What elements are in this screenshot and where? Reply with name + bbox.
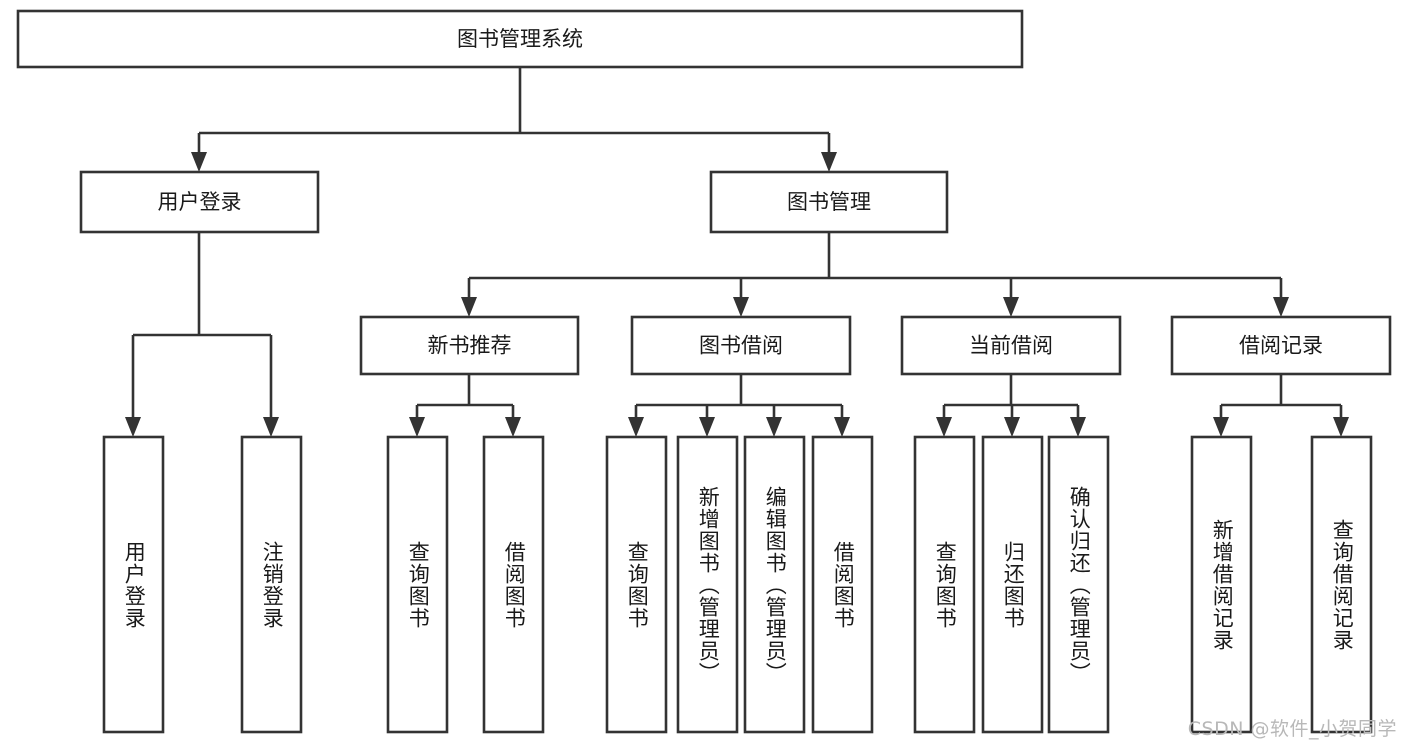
node-label-book-manage: 图书管理 [787,190,871,214]
node-leaf-leaf-borrow-book-recommend[interactable] [482,435,545,734]
node-label-leaf-query-book-current: 查询图书 [933,541,958,629]
node-level3-borrow-record[interactable] [1170,315,1392,376]
node-label-wrap-leaf-query-borrow-record: 查询借阅记录 [1312,437,1371,732]
node-label-new-book-recommend: 新书推荐 [428,334,512,358]
node-label-wrap-leaf-query-book-borrow: 查询图书 [607,437,666,732]
node-label-leaf-query-borrow-record: 查询借阅记录 [1330,519,1355,651]
node-label-leaf-return-book: 归还图书 [1001,541,1026,629]
node-leaf-leaf-query-book-recommend[interactable] [386,435,449,734]
arrow-head-icon [1003,297,1019,317]
node-level2-user-login[interactable] [79,170,320,234]
node-label-wrap-leaf-borrow-book: 借阅图书 [813,437,872,732]
arrow-head-icon [766,417,782,437]
arrow-head-icon [936,417,952,437]
arrow-head-icon [1004,417,1020,437]
node-label-book-borrow: 图书借阅 [699,334,783,358]
node-label-root: 图书管理系统 [457,27,583,51]
connector-layer [125,67,1349,437]
node-label-wrap-leaf-edit-book: 编辑图书（管理员） [745,437,804,732]
node-label-wrap-leaf-user-login: 用户登录 [104,437,163,732]
node-leaf-leaf-add-book[interactable] [676,435,739,734]
arrow-head-icon [191,152,207,172]
node-leaf-leaf-user-login[interactable] [102,435,165,734]
node-level3-book-borrow[interactable] [630,315,852,376]
node-leaf-leaf-return-book[interactable] [981,435,1044,734]
node-label-leaf-borrow-book-recommend: 借阅图书 [502,541,527,629]
arrow-head-icon [834,417,850,437]
node-leaf-leaf-add-borrow-record[interactable] [1190,435,1253,734]
watermark-text: CSDN @软件_小贺同学 [1187,718,1397,740]
arrow-head-icon [1333,417,1349,437]
node-label-wrap-leaf-query-book-current: 查询图书 [915,437,974,732]
arrow-head-icon [628,417,644,437]
node-root-root[interactable] [16,9,1024,69]
arrow-head-icon [263,417,279,437]
arrow-head-icon [699,417,715,437]
node-leaf-leaf-query-book-current[interactable] [913,435,976,734]
node-label-wrap-leaf-add-borrow-record: 新增借阅记录 [1192,437,1251,732]
node-leaf-leaf-borrow-book[interactable] [811,435,874,734]
arrow-head-icon [1213,417,1229,437]
node-label-borrow-record: 借阅记录 [1239,334,1323,358]
arrow-head-icon [505,417,521,437]
node-label-wrap-leaf-borrow-book-recommend: 借阅图书 [484,437,543,732]
node-label-leaf-query-book-borrow: 查询图书 [625,541,650,629]
node-leaf-leaf-query-borrow-record[interactable] [1310,435,1373,734]
node-label-wrap-leaf-confirm-return: 确认归还（管理员） [1049,437,1108,732]
arrow-head-icon [821,152,837,172]
node-label-user-login: 用户登录 [158,190,242,214]
arrow-head-icon [125,417,141,437]
node-leaf-leaf-edit-book[interactable] [743,435,806,734]
arrow-head-icon [1070,417,1086,437]
node-label-current-borrow: 当前借阅 [969,334,1053,358]
arrow-head-icon [461,297,477,317]
node-label-leaf-add-borrow-record: 新增借阅记录 [1210,519,1235,651]
node-label-wrap-leaf-query-book-recommend: 查询图书 [388,437,447,732]
node-level2-book-manage[interactable] [709,170,949,234]
node-leaf-leaf-query-book-borrow[interactable] [605,435,668,734]
arrow-head-icon [733,297,749,317]
node-label-wrap-leaf-return-book: 归还图书 [983,437,1042,732]
node-label-leaf-user-login: 用户登录 [122,541,147,629]
node-label-leaf-borrow-book: 借阅图书 [831,541,856,629]
node-label-wrap-leaf-user-logout: 注销登录 [242,437,301,732]
node-label-leaf-add-book: 新增图书（管理员） [696,486,721,684]
arrow-head-icon [409,417,425,437]
node-label-wrap-leaf-add-book: 新增图书（管理员） [678,437,737,732]
arrow-head-icon [1273,297,1289,317]
node-label-leaf-confirm-return: 确认归还（管理员） [1067,486,1092,684]
node-label-leaf-query-book-recommend: 查询图书 [406,541,431,629]
node-level3-new-book-recommend[interactable] [359,315,580,376]
node-leaf-leaf-user-logout[interactable] [240,435,303,734]
node-label-leaf-edit-book: 编辑图书（管理员） [763,486,788,684]
node-label-leaf-user-logout: 注销登录 [260,541,285,629]
node-level3-current-borrow[interactable] [900,315,1122,376]
node-leaf-leaf-confirm-return[interactable] [1047,435,1110,734]
